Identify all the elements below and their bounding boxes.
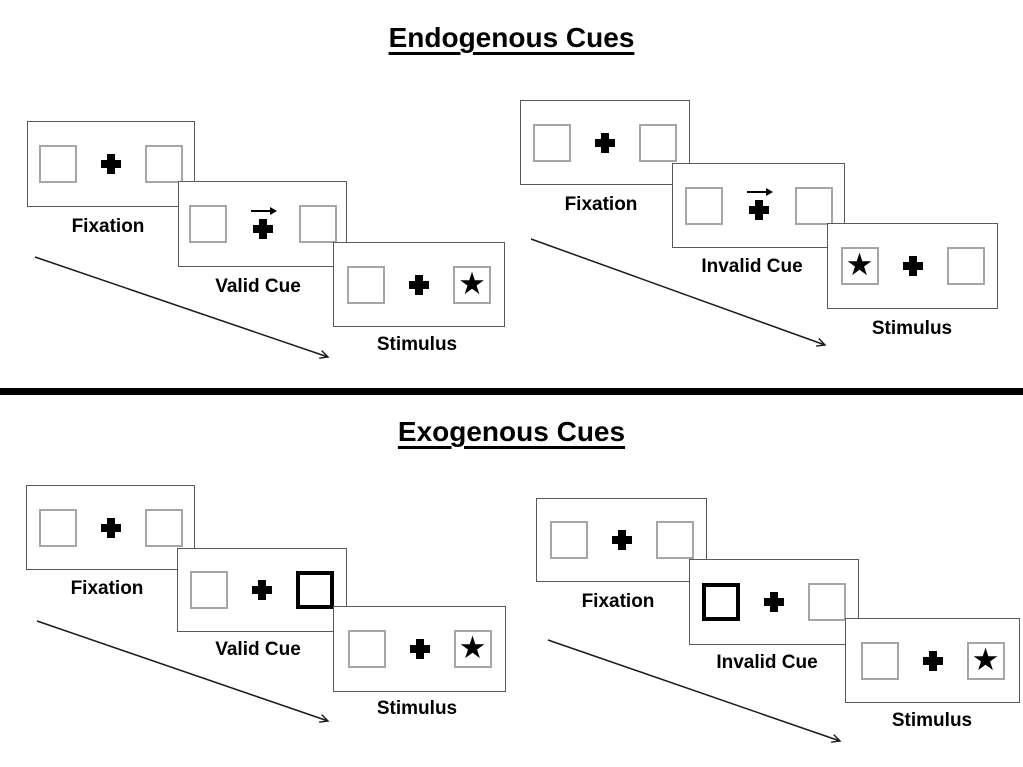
panel-label: Stimulus: [871, 318, 953, 339]
left-box: [188, 205, 227, 243]
panel-label: Invalid Cue: [701, 256, 803, 277]
panel-valid-cue: [177, 548, 347, 632]
timeline-arrow-endogenous-valid: [34, 256, 330, 359]
panel-valid-cue: [178, 181, 347, 267]
star-icon: ★: [458, 265, 486, 301]
fixation-cross-wrap: [409, 639, 430, 659]
left-box: [533, 123, 571, 162]
fixation-cross-icon: [252, 580, 272, 600]
fixation-cross-icon: [409, 274, 429, 295]
fixation-cross-icon: [595, 132, 615, 153]
fixation-cross-wrap: [595, 132, 615, 153]
left-box: [38, 508, 77, 547]
fixation-cross-wrap: [611, 530, 632, 550]
left-box: [347, 630, 386, 668]
panel-fixation: [520, 100, 690, 185]
right-box: [639, 123, 677, 162]
highlighted-cue-box: [702, 583, 740, 621]
fixation-cross-wrap: [100, 517, 121, 538]
section-divider: [0, 388, 1023, 395]
panel-stimulus: ★: [845, 618, 1020, 703]
cue-wrap: [250, 206, 277, 239]
panel-label: Fixation: [71, 216, 145, 237]
right-box: [144, 508, 183, 547]
fixation-cross-icon: [409, 639, 430, 659]
panel-label: Valid Cue: [215, 276, 301, 297]
cue-wrap: [746, 188, 773, 220]
timeline-arrow-exogenous-valid: [36, 620, 330, 723]
fixation-cross-wrap: [409, 274, 429, 295]
panel-label: Fixation: [564, 194, 638, 215]
right-box: [298, 205, 337, 243]
right-arrow-icon: [746, 188, 773, 196]
panel-fixation: [536, 498, 707, 582]
fixation-cross-wrap: [902, 256, 923, 276]
panel-invalid-cue: [689, 559, 859, 645]
fixation-cross-icon: [252, 218, 273, 239]
left-box: [39, 145, 77, 183]
fixation-cross-icon: [902, 256, 923, 276]
fixation-cross-icon: [748, 200, 769, 220]
section-title-exogenous: Exogenous Cues: [397, 416, 626, 447]
fixation-cross-wrap: [922, 650, 943, 671]
left-box: [684, 186, 723, 225]
right-box: [946, 247, 985, 285]
star-target-box: ★: [966, 641, 1005, 680]
right-box: [145, 145, 183, 183]
panel-stimulus: ★: [333, 242, 505, 327]
right-box: [808, 583, 846, 621]
panel-label: Stimulus: [891, 710, 973, 731]
left-box: [190, 571, 228, 609]
fixation-cross-icon: [100, 517, 121, 538]
fixation-cross-wrap: [101, 154, 121, 174]
panel-label: Fixation: [581, 591, 655, 612]
star-icon: ★: [458, 630, 487, 665]
fixation-cross-icon: [922, 650, 943, 671]
left-box: [860, 641, 899, 680]
star-icon: ★: [971, 641, 1000, 677]
panel-fixation: [26, 485, 195, 570]
fixation-cross-wrap: [252, 580, 272, 600]
panel-fixation: [27, 121, 195, 207]
panel-label: Valid Cue: [215, 639, 301, 660]
fixation-cross-icon: [611, 530, 632, 550]
fixation-cross-wrap: [764, 592, 784, 612]
star-target-box: ★: [453, 630, 492, 668]
left-box: [549, 521, 588, 559]
highlighted-cue-box: [296, 571, 334, 609]
panel-label: Invalid Cue: [716, 652, 818, 673]
timeline-arrow-endogenous-invalid: [530, 238, 827, 347]
panel-stimulus: ★: [333, 606, 506, 692]
star-target-box: ★: [453, 265, 491, 304]
panel-label: Fixation: [70, 578, 144, 599]
left-box: [347, 265, 385, 304]
fixation-cross-icon: [101, 154, 121, 174]
panel-label: Stimulus: [376, 334, 458, 355]
fixation-cross-icon: [764, 592, 784, 612]
star-icon: ★: [845, 247, 874, 282]
star-target-box: ★: [840, 247, 879, 285]
right-box: [655, 521, 694, 559]
panel-invalid-cue: [672, 163, 845, 248]
right-arrow-icon: [250, 206, 277, 215]
panel-label: Stimulus: [376, 698, 458, 719]
right-box: [794, 186, 833, 225]
panel-stimulus: ★: [827, 223, 998, 309]
section-title-endogenous: Endogenous Cues: [388, 22, 635, 53]
